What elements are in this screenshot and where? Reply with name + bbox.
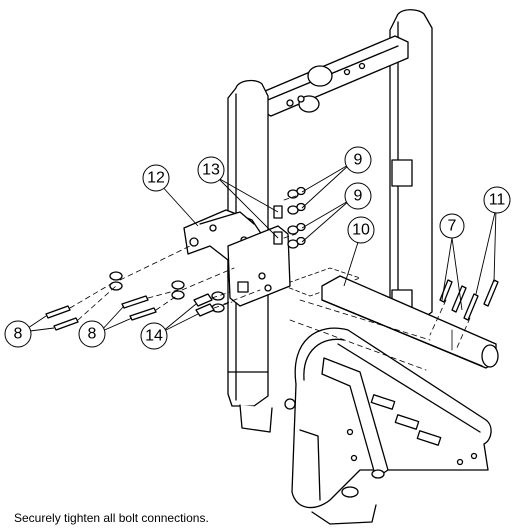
- bolts-8-middle: [121, 295, 157, 321]
- washers-left: [109, 271, 225, 313]
- callout-9-top: 9: [344, 146, 372, 174]
- callout-8-left-label: 8: [14, 326, 23, 343]
- callout-13-label: 13: [202, 162, 220, 179]
- rear-top-crossbar: [257, 35, 409, 117]
- callout-8-middle: 8: [78, 320, 106, 348]
- callout-13: 13: [197, 156, 225, 184]
- callout-12-label: 12: [147, 170, 165, 187]
- callout-7: 7: [439, 213, 465, 239]
- callout-11-label: 11: [489, 192, 506, 209]
- bolts-14: [193, 293, 215, 317]
- callout-9-bottom: 9: [344, 182, 372, 210]
- seat-tube-10: [321, 275, 499, 369]
- callout-8-left: 8: [4, 320, 32, 348]
- callout-7-label: 7: [448, 218, 457, 235]
- callout-14-label: 14: [145, 328, 163, 345]
- bolts-7-11: [439, 279, 499, 321]
- washers-nuts-9: [287, 186, 306, 249]
- callout-9-bottom-label: 9: [354, 188, 363, 205]
- callout-10-label: 10: [352, 222, 370, 239]
- callout-14: 14: [140, 322, 168, 350]
- callout-8-middle-label: 8: [88, 326, 97, 343]
- assembly-instruction: Securely tighten all bolt connections.: [14, 511, 209, 525]
- bolts-8-left: [45, 305, 79, 331]
- callout-9-top-label: 9: [354, 152, 363, 169]
- callout-10: 10: [347, 216, 375, 244]
- seat-support-arm: [284, 357, 389, 479]
- callout-11: 11: [483, 186, 511, 214]
- assembly-guide-lines: [69, 195, 471, 371]
- rear-right-upright: [389, 9, 433, 323]
- callout-12: 12: [142, 164, 170, 192]
